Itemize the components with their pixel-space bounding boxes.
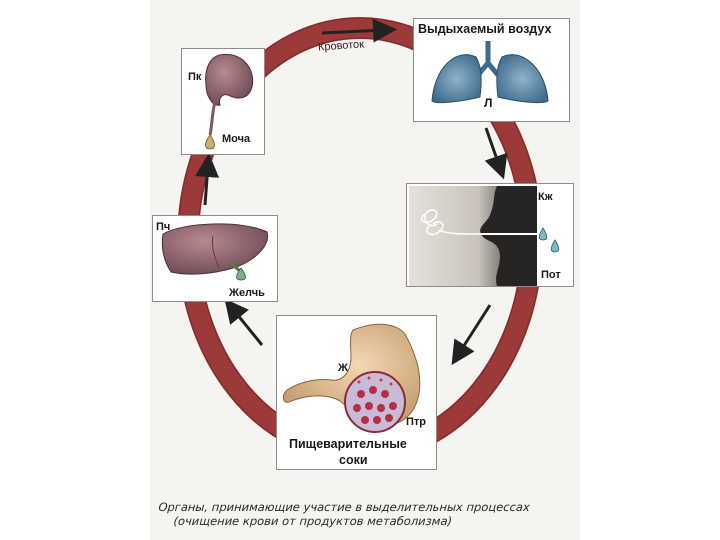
stomach-icon [282,323,421,433]
lungs-panel: Выдыхаемый воздух Л [413,18,570,122]
liver-panel: Пч Желчь [152,215,278,302]
skin-letter: Кж [538,191,553,203]
liver-icon [161,223,269,281]
droplet-icon [236,267,246,281]
stomach-letter: Ж [338,362,348,374]
lungs-icon [431,41,549,104]
figure-caption: Органы, принимающие участие в выделитель… [157,500,569,528]
skin-product: Пот [541,269,561,281]
droplet-icon [538,227,548,241]
lungs-letter: Л [484,96,493,110]
droplet-icon [550,239,560,253]
lungs-title: Выдыхаемый воздух [418,22,552,36]
kidney-letter: Пк [188,71,202,83]
flow-arrow-left-upper [195,153,220,206]
liver-product: Желчь [229,287,265,299]
flow-arrow-left-lower [224,298,264,346]
kidney-panel: Пк Моча [181,48,265,155]
skin-section-icon [409,186,560,286]
flow-arrow-right-lower [451,304,492,366]
skin-panel: Кж Пот [406,183,574,287]
flow-arrow-top [321,18,397,43]
pancreas-letter: Птр [406,416,427,428]
kidney-icon [205,53,254,150]
droplet-icon [205,134,215,150]
flow-arrow-right-upper [484,127,508,180]
digestive-product-line1: Пищеварительные [289,437,407,451]
digestive-product-line2: соки [339,453,368,467]
digestive-panel: Ж Птр Пищеварительные соки [276,315,437,470]
kidney-product: Моча [222,133,251,145]
caption-line-2: (очищение крови от продуктов метаболизма… [173,514,453,528]
caption-line-1: Органы, принимающие участие в выделитель… [158,500,531,514]
liver-letter: Пч [156,221,171,233]
pancreas-icon [344,371,406,433]
